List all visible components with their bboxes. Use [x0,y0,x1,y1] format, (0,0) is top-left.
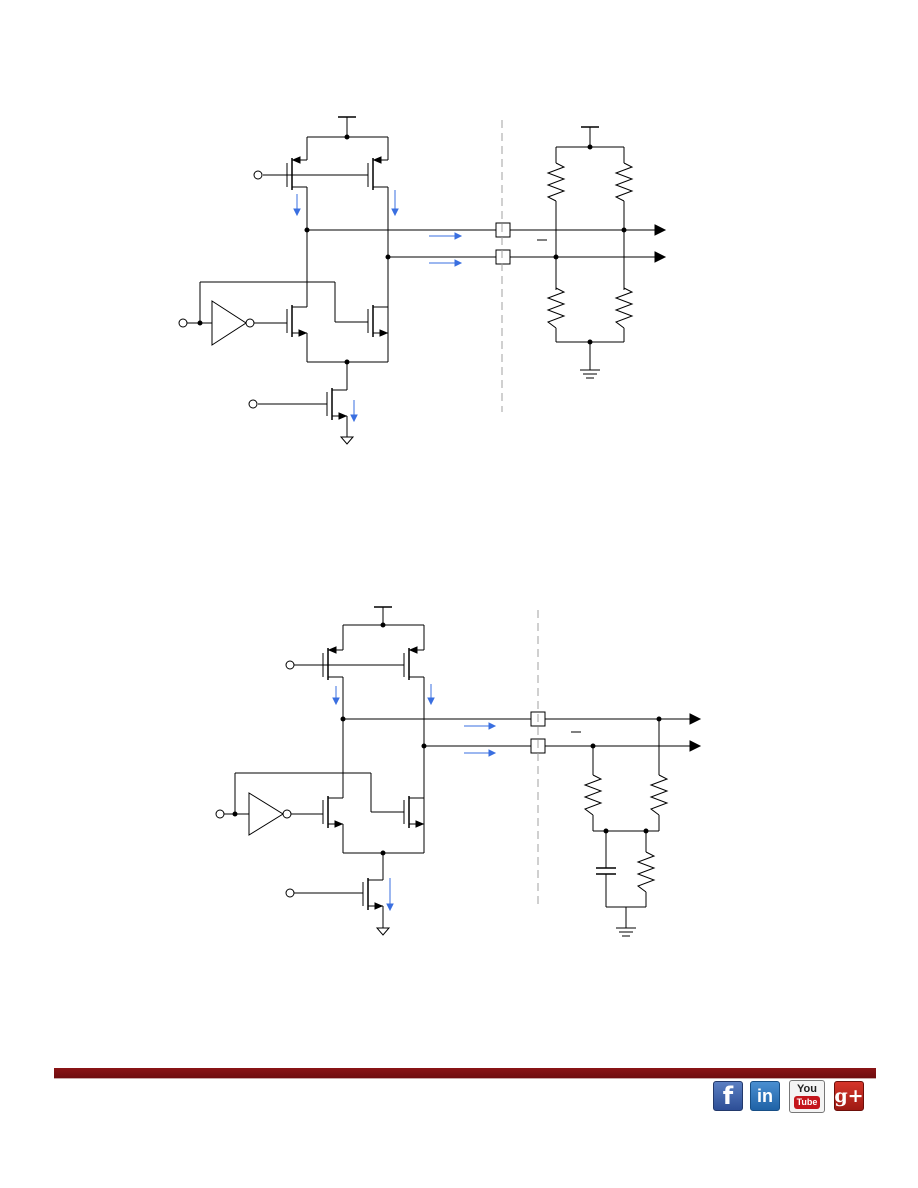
google-plus-icon[interactable]: g+ [834,1081,864,1111]
pmos-left-1 [253,137,308,230]
inverter-1 [178,300,287,346]
termination-network-2 [583,716,669,937]
footer-divider [54,1068,876,1079]
tail-nmos-2 [285,853,391,936]
circuit-diagram-2 [215,606,702,937]
youtube-icon[interactable]: You Tube [789,1080,825,1113]
facebook-icon[interactable]: f [713,1081,743,1111]
youtube-icon-top-text: You [797,1083,817,1095]
nmos-pair-2 [234,719,425,856]
termination-network-1 [546,126,634,379]
supply-node-1 [338,116,356,140]
linkedin-icon[interactable]: in [750,1081,780,1111]
inverter-2 [215,792,323,836]
supply-node-2 [374,606,392,628]
current-arrows-1 [293,190,463,423]
nmos-pair-1 [199,230,389,365]
youtube-icon-bottom-text: Tube [793,1096,821,1109]
pmos-left-2 [285,625,344,719]
current-arrows-2 [332,684,497,912]
circuit-diagram-1 [178,116,667,445]
tail-nmos-1 [248,362,355,445]
